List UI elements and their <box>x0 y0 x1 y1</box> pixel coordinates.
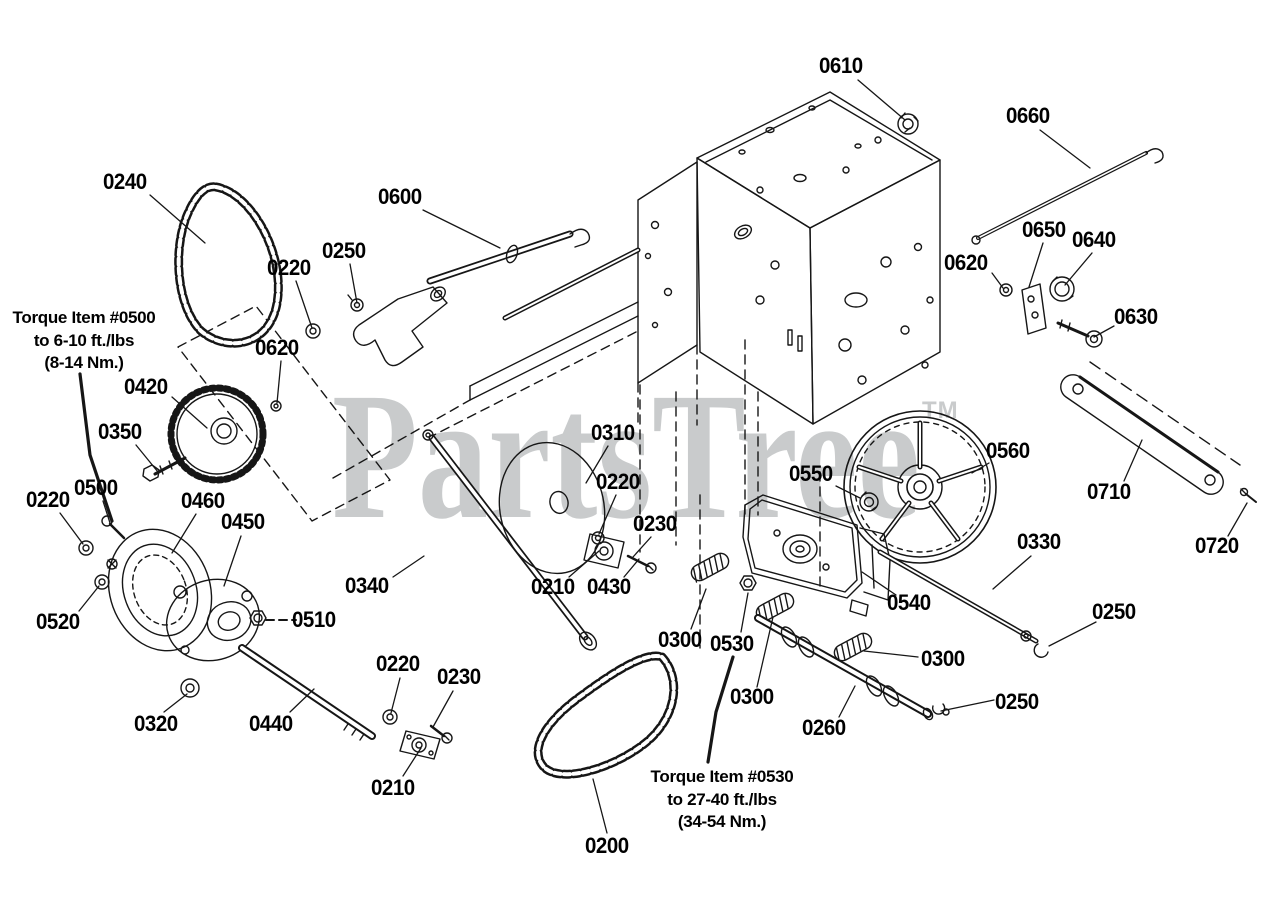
part-plate-0540 <box>742 494 891 617</box>
part-bar-0710 <box>1060 374 1224 495</box>
part-callout-0440: 0440 <box>249 711 293 736</box>
torque-note-leaders <box>78 372 735 764</box>
part-callout-0630: 0630 <box>1114 304 1158 329</box>
part-bolt-0230-mid <box>626 554 657 574</box>
part-callout-0560: 0560 <box>986 438 1030 463</box>
part-callout-0230-a: 0230 <box>633 511 677 536</box>
part-bearing-0210-0430 <box>583 533 625 569</box>
part-callout-0210-a: 0210 <box>531 574 575 599</box>
part-axle-0260 <box>754 614 934 721</box>
part-chain-0240 <box>174 182 283 348</box>
part-callout-0420: 0420 <box>124 374 168 399</box>
torque-note-0530-line2: to 27-40 ft./lbs <box>667 789 777 809</box>
watermark-text: PartsTree <box>332 356 920 557</box>
part-callout-0310: 0310 <box>591 420 635 445</box>
part-chain-0200 <box>533 651 679 779</box>
leader-lines <box>59 79 1248 834</box>
part-rod-0660 <box>971 148 1164 245</box>
part-callout-0260: 0260 <box>802 715 846 740</box>
part-callout-0710: 0710 <box>1087 479 1131 504</box>
part-washer-0220-bottom <box>382 709 398 725</box>
part-callout-0660: 0660 <box>1006 103 1050 128</box>
part-axle-0440 <box>238 644 376 741</box>
part-callout-0300-c: 0300 <box>730 684 774 709</box>
part-callout-0220-a: 0220 <box>267 255 311 280</box>
part-bolt-0350 <box>142 456 187 482</box>
part-callout-0200: 0200 <box>585 833 629 858</box>
part-washer-0620-mid <box>270 400 282 412</box>
part-callout-0650: 0650 <box>1022 217 1066 242</box>
part-callout-0430: 0430 <box>587 574 631 599</box>
part-callout-0240: 0240 <box>103 169 147 194</box>
part-spring-0300-right <box>833 632 873 663</box>
torque-note-0500: Torque Item #0500 to 6-10 ft./lbs (8-14 … <box>3 307 165 375</box>
part-callout-0220-c: 0220 <box>596 469 640 494</box>
part-callout-0720: 0720 <box>1195 533 1239 558</box>
part-washer-0520 <box>94 574 110 590</box>
part-bushing-0640 <box>1049 276 1075 302</box>
part-callout-0610: 0610 <box>819 53 863 78</box>
torque-note-0530-line1: Torque Item #0530 <box>650 767 794 786</box>
part-disc-0310 <box>498 441 606 575</box>
part-bracket-0650 <box>1021 283 1047 335</box>
hidden-construction-lines <box>177 305 1241 649</box>
part-washer-0220-left <box>78 540 94 556</box>
part-callout-0600: 0600 <box>378 184 422 209</box>
watermark: PartsTree TM <box>332 356 958 557</box>
part-washer-0220-upper <box>305 323 321 339</box>
frame-assembly <box>469 91 941 425</box>
part-callout-0460: 0460 <box>181 488 225 513</box>
part-nut-0510 <box>249 610 267 626</box>
part-spring-0300-left <box>690 552 730 583</box>
part-axle-0340 <box>422 429 598 651</box>
part-callout-0220-b: 0220 <box>26 487 70 512</box>
part-gearbox-0450 <box>165 578 261 662</box>
part-callout-0520: 0520 <box>36 609 80 634</box>
part-callout-0450: 0450 <box>221 509 265 534</box>
part-callout-0540: 0540 <box>887 590 931 615</box>
part-idler-bracket <box>352 286 448 367</box>
part-callout-0350: 0350 <box>98 419 142 444</box>
part-callout-0620-b: 0620 <box>255 335 299 360</box>
part-clip-0250-bottom <box>931 703 950 716</box>
part-wheel-0560 <box>843 410 997 564</box>
part-callout-0530: 0530 <box>710 631 754 656</box>
part-sprocket-0420 <box>167 384 267 484</box>
part-washer-0320 <box>180 678 200 698</box>
part-callout-0220-d: 0220 <box>376 651 420 676</box>
torque-note-0500-line2: to 6-10 ft./lbs <box>33 330 135 350</box>
part-callout-0230-b: 0230 <box>437 664 481 689</box>
torque-note-0530-line3: (34-54 Nm.) <box>677 812 767 831</box>
part-flange-0460 <box>107 528 213 652</box>
torque-note-0500-line3: (8-14 Nm.) <box>44 353 124 372</box>
part-nut-0530 <box>739 575 757 591</box>
part-callout-0340: 0340 <box>345 573 389 598</box>
part-bracket-0210-bottom <box>399 730 441 760</box>
part-callout-0210-b: 0210 <box>371 775 415 800</box>
part-callout-0300-b: 0300 <box>921 646 965 671</box>
part-bolt-0230-bottom <box>429 724 453 744</box>
part-callout-0250-b: 0250 <box>1092 599 1136 624</box>
torque-note-0500-line1: Torque Item #0500 <box>12 308 156 327</box>
part-rod-0330 <box>877 549 1049 658</box>
part-screw-0720 <box>1239 487 1257 503</box>
part-callout-0300-a: 0300 <box>658 627 702 652</box>
part-callout-0640: 0640 <box>1072 227 1116 252</box>
part-rod-0600 <box>426 228 591 285</box>
part-callout-0620-a: 0620 <box>944 250 988 275</box>
part-callout-0330: 0330 <box>1017 529 1061 554</box>
part-callout-0320: 0320 <box>134 711 178 736</box>
part-callout-0250-a: 0250 <box>322 238 366 263</box>
part-washer-0620-right <box>999 283 1013 297</box>
part-callout-0250-c: 0250 <box>995 689 1039 714</box>
part-washer-0550 <box>859 491 879 512</box>
part-callout-0550: 0550 <box>789 461 833 486</box>
part-bolt-0630 <box>1056 319 1103 348</box>
torque-note-0530: Torque Item #0530 to 27-40 ft./lbs (34-5… <box>638 766 806 834</box>
part-callout-0500: 0500 <box>74 475 118 500</box>
part-callout-0510: 0510 <box>292 607 336 632</box>
